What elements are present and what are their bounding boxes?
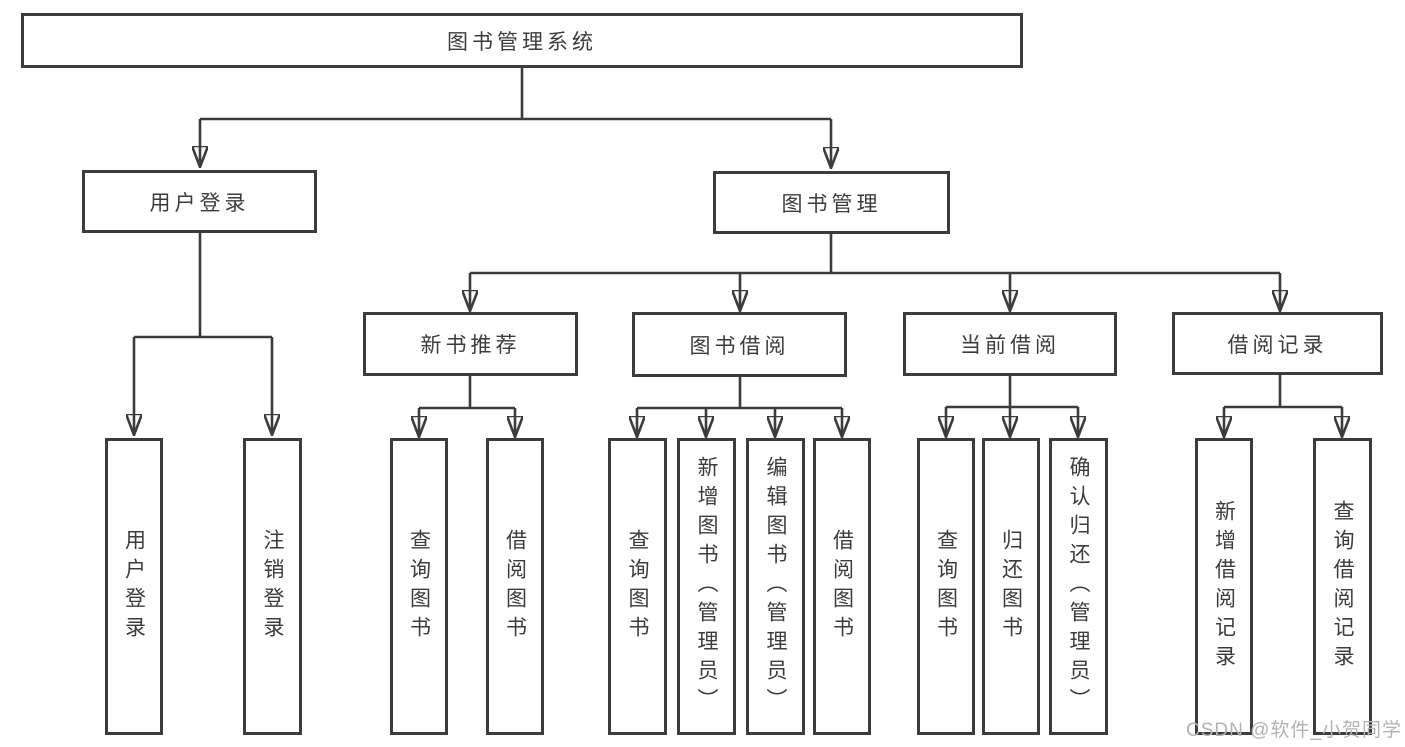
leaf-rec-borrow-books-label: 借阅图书 — [503, 528, 527, 645]
node-book-management: 图书管理 — [713, 171, 950, 234]
leaf-bor-add-books-admin-label: 新增图书（管理员） — [695, 456, 718, 717]
edge-user-login-branch — [134, 233, 272, 339]
edge-borrowing-branch — [637, 377, 842, 410]
leaf-rcd-add-borrow-record-label: 新增借阅记录 — [1212, 499, 1236, 674]
node-user-login: 用户登录 — [82, 170, 317, 233]
node-new-book-recommendation: 新书推荐 — [363, 312, 578, 376]
leaf-rcd-add-borrow-record: 新增借阅记录 — [1195, 438, 1253, 735]
leaf-bor-borrow-books-label: 借阅图书 — [830, 528, 854, 645]
watermark: CSDN @软件_小贺同学 — [1186, 720, 1402, 741]
node-current-borrowing-label: 当前借阅 — [960, 334, 1060, 357]
leaf-bor-query-books: 查询图书 — [608, 438, 667, 735]
node-book-borrowing-label: 图书借阅 — [689, 334, 790, 358]
edge-book-management-branch — [470, 234, 1280, 275]
leaf-user-login-label: 用户登录 — [122, 528, 146, 645]
node-borrowing-records: 借阅记录 — [1172, 312, 1383, 375]
leaf-bor-borrow-books: 借阅图书 — [813, 438, 871, 735]
leaf-cur-confirm-return-admin-label: 确认归还（管理员） — [1067, 456, 1090, 717]
leaf-rcd-query-borrow-record-label: 查询借阅记录 — [1331, 499, 1354, 674]
leaf-bor-query-books-label: 查询图书 — [626, 528, 649, 645]
leaf-logout-login-label: 注销登录 — [261, 528, 284, 645]
leaf-cur-return-books-label: 归还图书 — [999, 528, 1023, 645]
node-new-book-recommendation-label: 新书推荐 — [420, 334, 521, 357]
leaf-user-login: 用户登录 — [105, 438, 163, 735]
node-library-system: 图书管理系统 — [21, 13, 1023, 68]
leaf-rcd-query-borrow-record: 查询借阅记录 — [1313, 438, 1372, 735]
node-current-borrowing: 当前借阅 — [903, 312, 1117, 376]
leaf-rec-query-books-label: 查询图书 — [407, 528, 431, 645]
node-book-borrowing: 图书借阅 — [632, 312, 847, 377]
node-user-login-label: 用户登录 — [149, 191, 250, 215]
edge-records-branch — [1224, 375, 1342, 409]
edge-recommendation-branch — [419, 376, 515, 410]
leaf-cur-query-books-label: 查询图书 — [934, 528, 958, 645]
edge-root-trunk — [200, 67, 831, 121]
leaf-rec-borrow-books: 借阅图书 — [486, 438, 544, 735]
leaf-bor-edit-books-admin-label: 编辑图书（管理员） — [764, 456, 787, 717]
node-library-system-label: 图书管理系统 — [447, 30, 597, 54]
leaf-bor-add-books-admin: 新增图书（管理员） — [677, 438, 736, 735]
node-borrowing-records-label: 借阅记录 — [1227, 333, 1328, 357]
leaf-cur-confirm-return-admin: 确认归还（管理员） — [1049, 438, 1108, 735]
edge-current-branch — [946, 376, 1078, 409]
node-book-management-label: 图书管理 — [781, 192, 882, 216]
leaf-rec-query-books: 查询图书 — [390, 438, 448, 735]
leaf-bor-edit-books-admin: 编辑图书（管理员） — [746, 438, 805, 735]
leaf-cur-query-books: 查询图书 — [917, 438, 975, 735]
leaf-logout-login: 注销登录 — [243, 438, 302, 735]
leaf-cur-return-books: 归还图书 — [982, 438, 1040, 735]
